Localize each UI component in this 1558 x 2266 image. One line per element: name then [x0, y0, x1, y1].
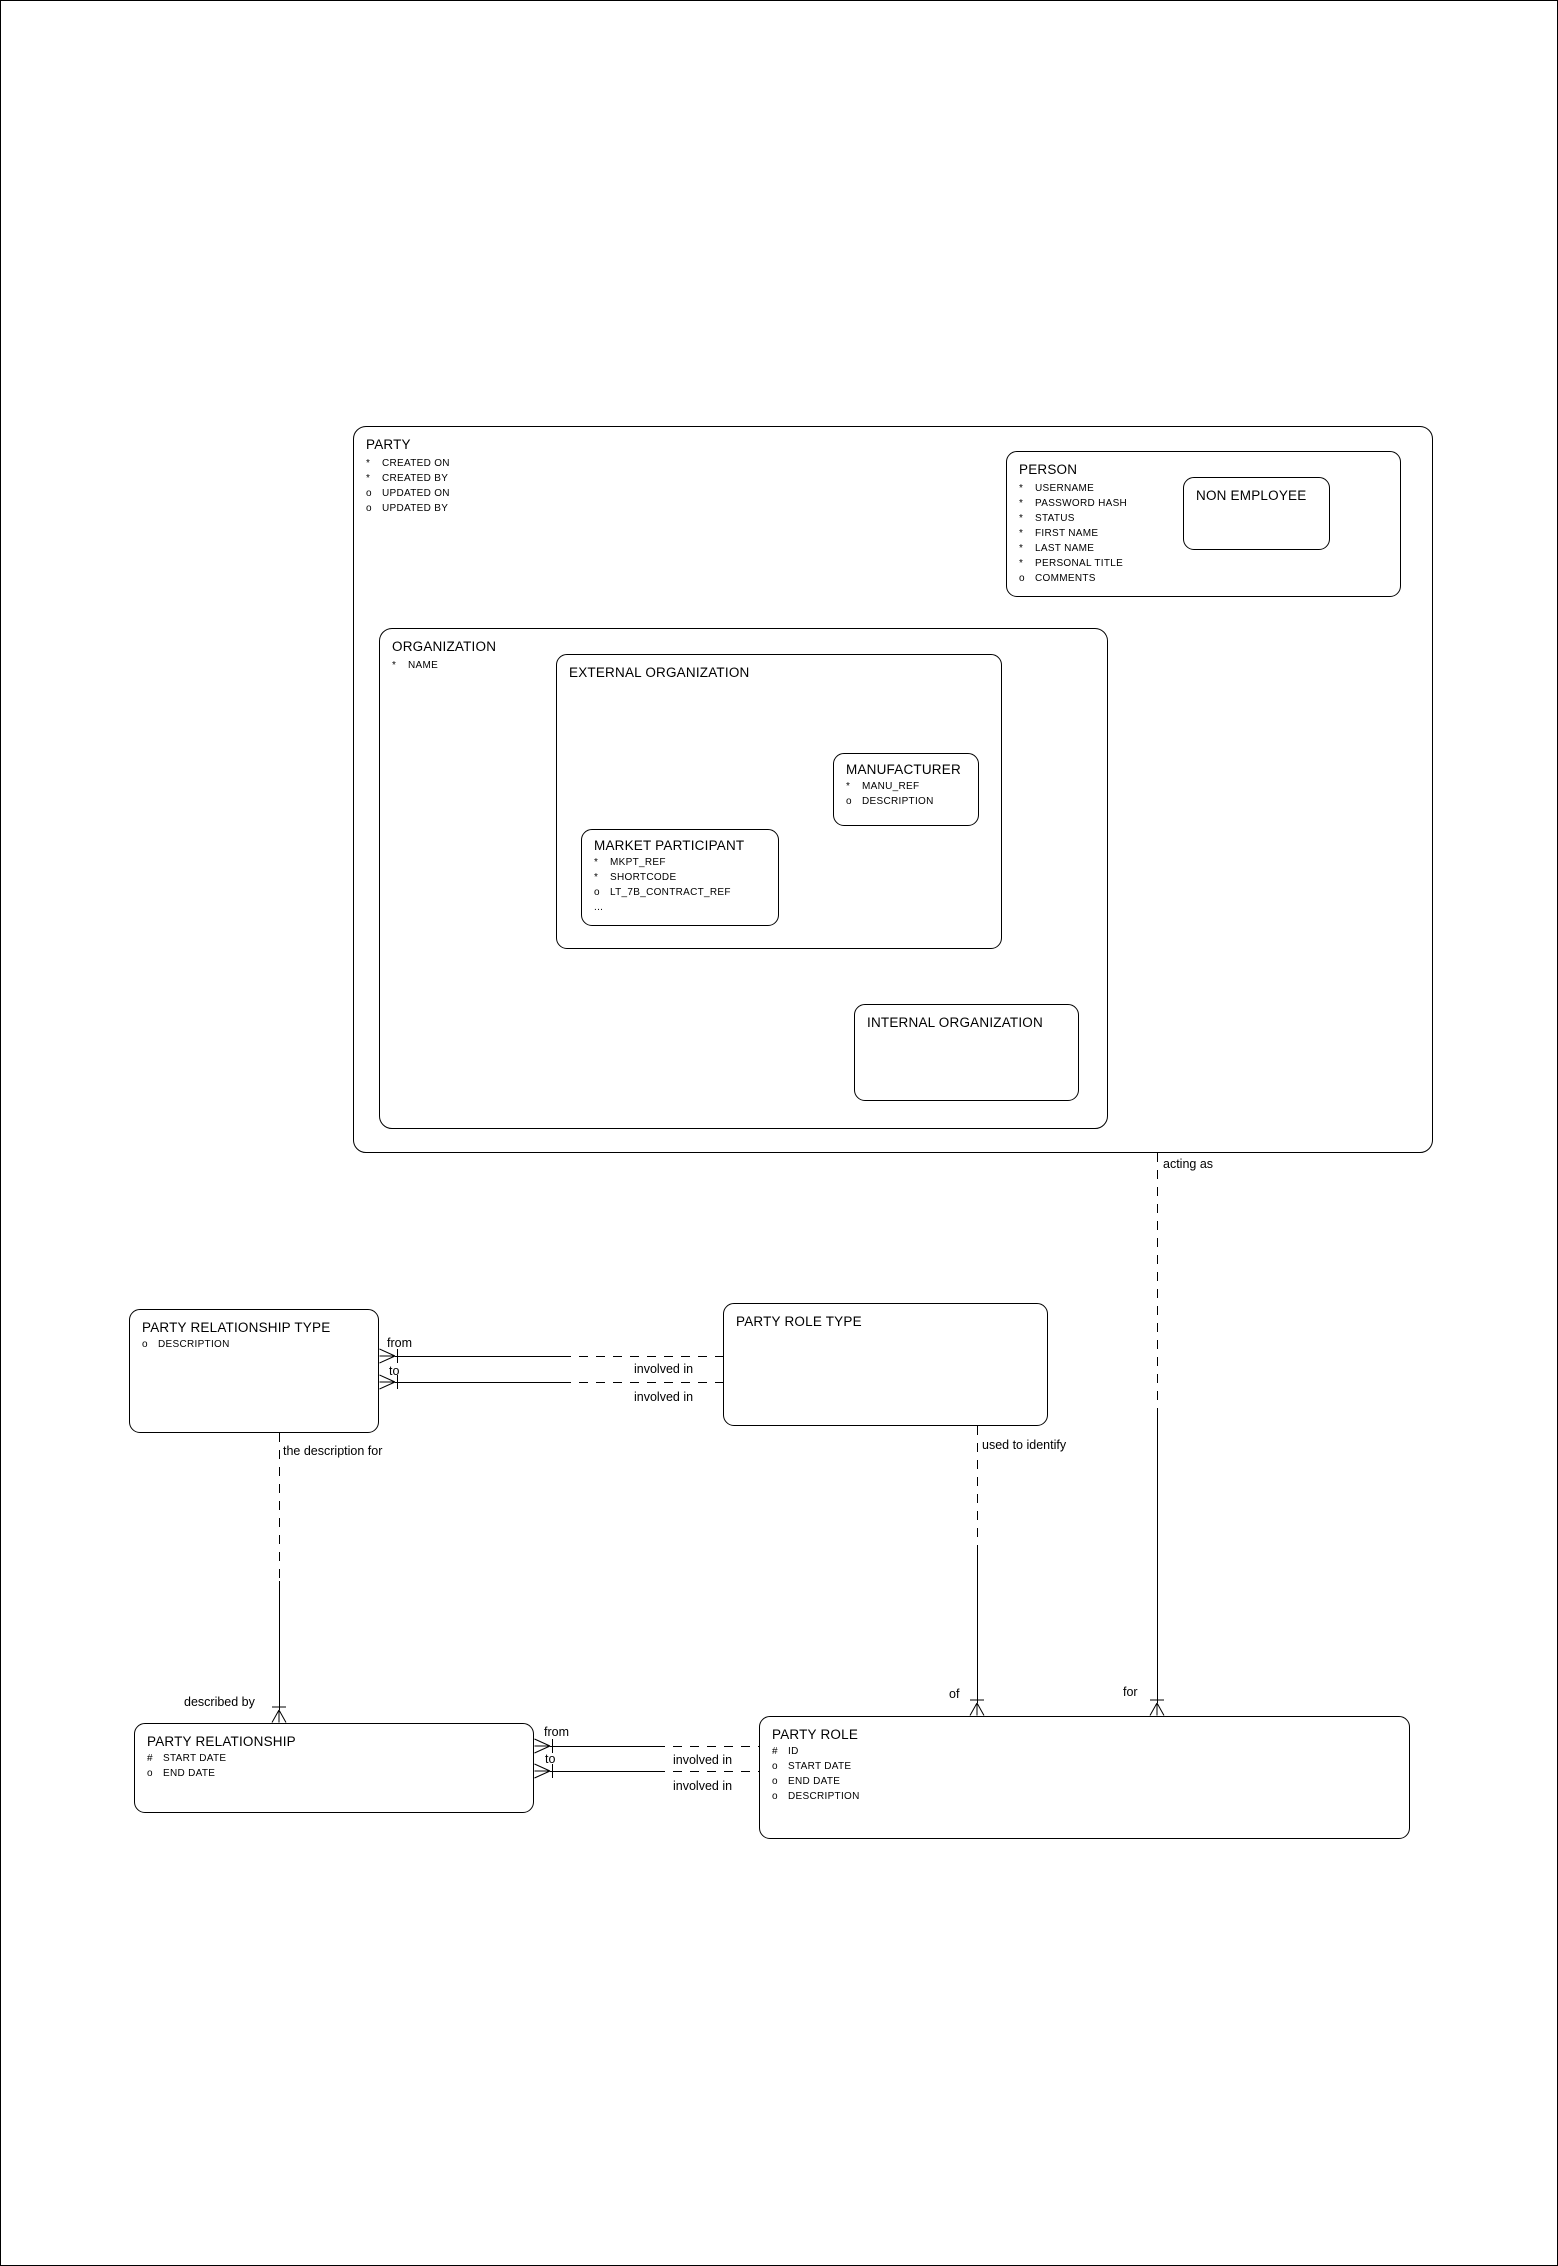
rel-line-to-involved-in2-dashed[interactable] — [656, 1771, 759, 1772]
rel-label-to-top: to — [389, 1364, 400, 1378]
rel-line-description-for-solid[interactable] — [279, 1581, 280, 1710]
rel-line-to-involved-in-solid[interactable] — [395, 1382, 562, 1383]
entity-title: MANUFACTURER — [846, 762, 961, 777]
rel-line-from-involved-in2-solid[interactable] — [550, 1746, 656, 1747]
entity-organization[interactable]: ORGANIZATION *NAME — [379, 628, 1108, 1129]
attribute-row: *FIRST NAME — [1019, 528, 1099, 539]
attribute-row: #ID — [772, 1746, 799, 1757]
attribute-row: *LAST NAME — [1019, 543, 1095, 554]
rel-label-from-bottom: from — [544, 1725, 569, 1739]
attribute-row: #START DATE — [147, 1753, 227, 1764]
rel-line-used-to-identify-dashed[interactable] — [977, 1426, 978, 1553]
rel-line-used-to-identify-solid[interactable] — [977, 1553, 978, 1703]
attribute-row: *MKPT_REF — [594, 857, 666, 868]
rel-label-involved-in-bot-a: involved in — [673, 1753, 733, 1767]
entity-external-organization[interactable]: EXTERNAL ORGANIZATION — [556, 654, 1002, 949]
attribute-list: *USERNAME *PASSWORD HASH *STATUS *FIRST NAM… — [1007, 477, 1400, 586]
rel-label-for: for — [1123, 1685, 1138, 1699]
attribute-row: *PERSONAL TITLE — [1019, 558, 1124, 569]
entity-title: EXTERNAL ORGANIZATION — [569, 665, 750, 680]
attribute-row: *SHORTCODE — [594, 872, 677, 883]
rel-label-involved-in-top-a: involved in — [634, 1362, 694, 1376]
entity-title: PARTY RELATIONSHIP TYPE — [142, 1320, 331, 1335]
rel-label-from-top: from — [387, 1336, 412, 1350]
rel-line-to-involved-in-dashed[interactable] — [562, 1382, 723, 1383]
crows-foot-icon — [534, 1763, 553, 1779]
entity-title: PARTY ROLE — [772, 1727, 859, 1742]
rel-label-to-bottom: to — [545, 1752, 556, 1766]
rel-line-description-for-dashed[interactable] — [279, 1433, 280, 1581]
crows-foot-icon — [1149, 1699, 1165, 1716]
crows-foot-icon — [379, 1348, 398, 1364]
entity-person[interactable]: PERSON *USERNAME *PASSWORD HASH *STATUS *FI… — [1006, 451, 1401, 597]
entity-title: MARKET PARTICIPANT — [594, 838, 745, 853]
rel-label-used-to-identify: used to identify — [982, 1438, 1067, 1452]
rel-label-involved-in-top-b: involved in — [634, 1390, 694, 1404]
entity-title: PARTY — [366, 437, 411, 452]
attribute-row: *USERNAME — [1019, 483, 1095, 494]
crows-foot-icon — [534, 1738, 553, 1754]
rel-line-acting-as-solid[interactable] — [1157, 1416, 1158, 1703]
rel-label-described-by: described by — [184, 1695, 255, 1709]
entity-title: PARTY RELATIONSHIP — [147, 1734, 296, 1749]
rel-line-from-involved-in-dashed[interactable] — [562, 1356, 723, 1357]
rel-label-the-description-for: the description for — [283, 1444, 383, 1458]
attribute-row: *CREATED BY — [366, 473, 449, 484]
rel-label-acting-as: acting as — [1163, 1157, 1214, 1171]
attribute-row: *STATUS — [1019, 513, 1075, 524]
entity-title: INTERNAL ORGANIZATION — [867, 1015, 1043, 1030]
entity-non-employee[interactable]: NON EMPLOYEE — [1183, 477, 1330, 550]
attribute-row: ... — [594, 902, 604, 913]
attribute-row: *PASSWORD HASH — [1019, 498, 1128, 509]
entity-title: PARTY ROLE TYPE — [736, 1314, 862, 1329]
entity-title: NON EMPLOYEE — [1196, 488, 1307, 503]
rel-line-acting-as-dashed[interactable] — [1157, 1153, 1158, 1416]
attribute-list: *NAME — [380, 654, 1107, 673]
rel-line-from-involved-in-solid[interactable] — [395, 1356, 562, 1357]
rel-label-of: of — [949, 1687, 960, 1701]
entity-internal-organization[interactable]: INTERNAL ORGANIZATION — [854, 1004, 1079, 1101]
attribute-row: *CREATED ON — [366, 458, 450, 469]
attribute-row: *MANU_REF — [846, 781, 920, 792]
crows-foot-icon — [379, 1374, 398, 1390]
crows-foot-icon — [969, 1699, 985, 1716]
entity-title: PERSON — [1019, 462, 1078, 477]
entity-title: ORGANIZATION — [392, 639, 497, 654]
rel-label-involved-in-bot-b: involved in — [673, 1779, 733, 1793]
crows-foot-icon — [271, 1706, 287, 1723]
rel-line-from-involved-in2-dashed[interactable] — [656, 1746, 759, 1747]
attribute-row: *NAME — [392, 660, 439, 671]
entity-party-role-type[interactable]: PARTY ROLE TYPE — [723, 1303, 1048, 1426]
rel-line-to-involved-in2-solid[interactable] — [550, 1771, 656, 1772]
